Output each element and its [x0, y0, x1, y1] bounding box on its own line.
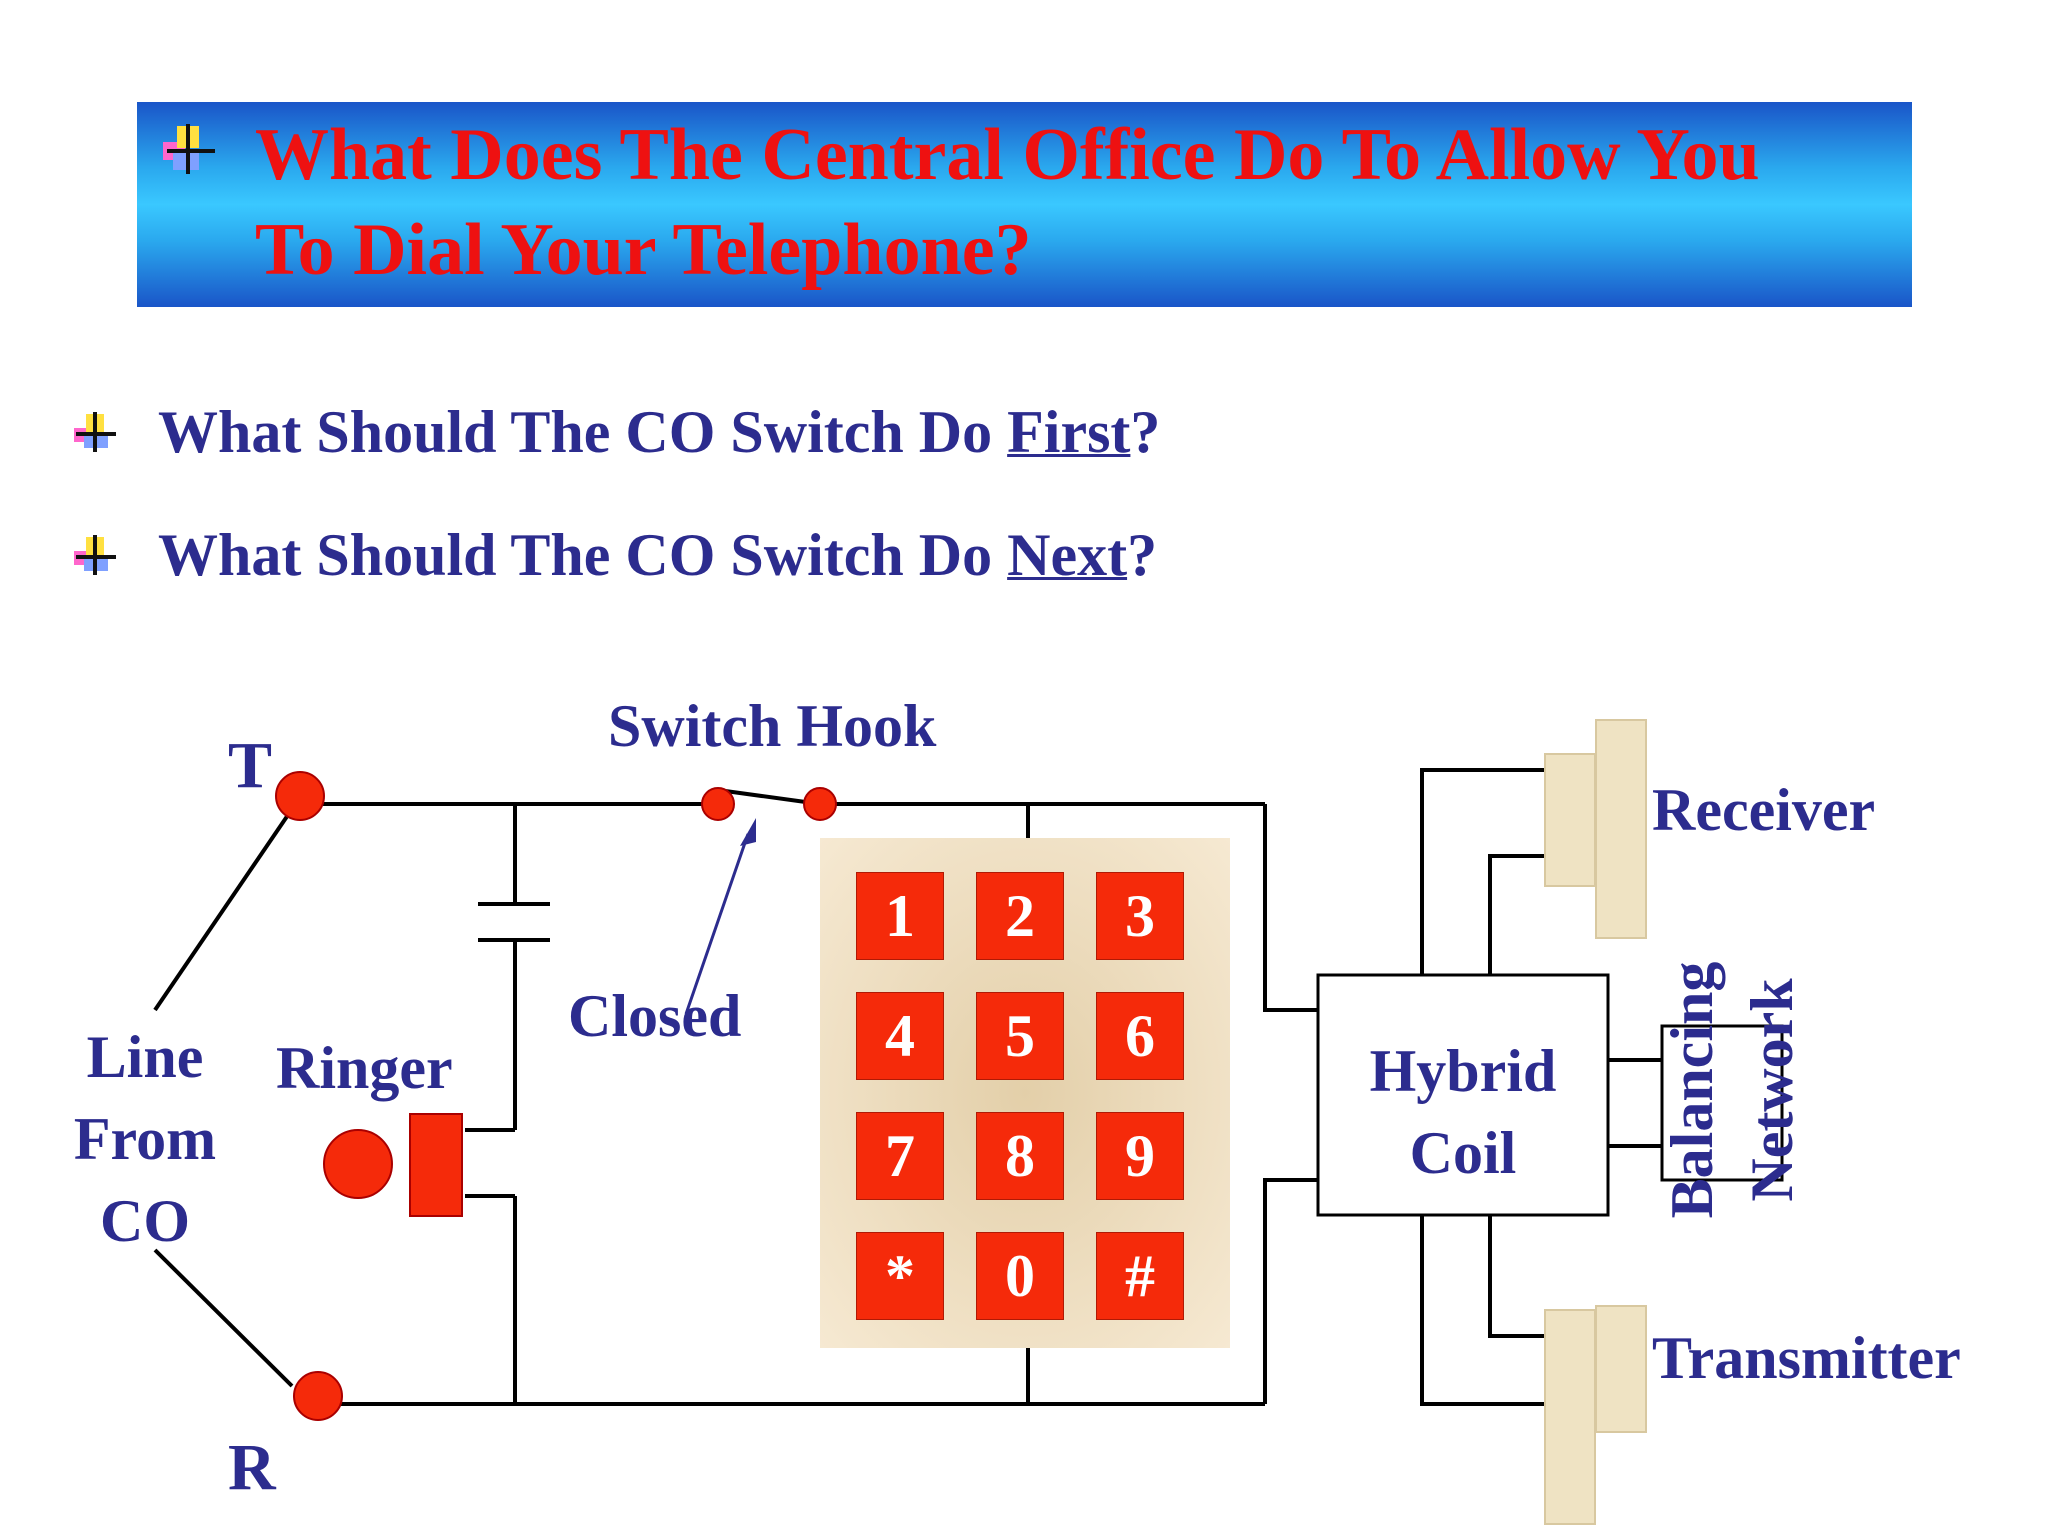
transmitter-label: Transmitter — [1652, 1325, 1961, 1391]
hybrid-label-line-1: Hybrid — [1369, 1038, 1557, 1104]
balancing-network-box — [1660, 1024, 1784, 1182]
keypad-key-4: 4 — [856, 992, 944, 1080]
line-from-co-label: Line From CO — [60, 1016, 230, 1262]
line-label-line-3: CO — [100, 1188, 190, 1254]
bullet-icon — [74, 535, 116, 575]
title-banner: What Does The Central Office Do To Allow… — [137, 102, 1912, 307]
switch-hook-contact-left — [701, 787, 735, 821]
switch-hook-contact-right — [803, 787, 837, 821]
receiver-lead-outer — [1420, 768, 1545, 975]
keypad-key-7: 7 — [856, 1112, 944, 1200]
ringer-label: Ringer — [276, 1035, 453, 1101]
bullet-item-next: What Should The CO Switch Do Next? — [70, 515, 1157, 595]
keypad-key-0: 0 — [976, 1232, 1064, 1320]
keypad-key-2: 2 — [976, 872, 1064, 960]
hybrid-coil-label: Hybrid Coil — [1318, 1030, 1608, 1194]
ring-label: R — [228, 1431, 276, 1504]
hybrid-lead-top — [1263, 804, 1318, 1012]
hybrid-label-line-2: Coil — [1409, 1120, 1517, 1186]
ring-terminal — [293, 1371, 343, 1421]
ringer-bell — [323, 1129, 393, 1199]
keypad-key-3: 3 — [1096, 872, 1184, 960]
keypad-key-6: 6 — [1096, 992, 1184, 1080]
keypad-key-1: 1 — [856, 872, 944, 960]
title-line-1: What Does The Central Office Do To Allow… — [255, 114, 1760, 196]
transmitter-lead-outer — [1420, 1215, 1545, 1406]
receiver-label: Receiver — [1652, 777, 1876, 843]
keypad-key-8: 8 — [976, 1112, 1064, 1200]
transmitter-element — [1544, 1305, 1647, 1525]
hybrid-lead-bottom — [1263, 1178, 1318, 1404]
receiver-element — [1544, 719, 1647, 939]
line-label-line-2: From — [73, 1106, 217, 1172]
transmitter-lead-inner — [1488, 1215, 1545, 1338]
page-title: What Does The Central Office Do To Allow… — [255, 108, 1905, 298]
keypad-key-9: 9 — [1096, 1112, 1184, 1200]
closed-arrow — [684, 818, 756, 1015]
switch-hook-label: Switch Hook — [608, 693, 937, 759]
balancing-label-line-2: Network — [1739, 978, 1805, 1202]
bullet-text: What Should The CO Switch Do Next? — [158, 521, 1158, 588]
hybrid-coil-box — [1316, 973, 1610, 1217]
title-line-2: To Dial Your Telephone? — [255, 209, 1032, 291]
keypad-key-5: 5 — [976, 992, 1064, 1080]
balancing-network-label: Balancing Network — [1652, 940, 1812, 1240]
bullet-icon — [74, 412, 116, 452]
receiver-lead-inner — [1488, 854, 1545, 975]
line-to-tip — [153, 810, 292, 1012]
closed-label: Closed — [568, 983, 742, 1049]
tip-terminal — [275, 771, 325, 821]
switch-hook-lever — [717, 788, 821, 806]
keypad-key-hash: # — [1096, 1232, 1184, 1320]
line-label-line-1: Line — [86, 1024, 204, 1090]
balancing-label-line-1: Balancing — [1659, 961, 1725, 1219]
bullet-icon — [163, 124, 215, 174]
bullet-item-first: What Should The CO Switch Do First? — [70, 392, 1160, 472]
tip-label: T — [228, 729, 273, 802]
ringer-magnet — [409, 1113, 463, 1217]
keypad-key-star: * — [856, 1232, 944, 1320]
line-to-ring — [153, 1248, 294, 1388]
bullet-text: What Should The CO Switch Do First? — [158, 398, 1161, 465]
